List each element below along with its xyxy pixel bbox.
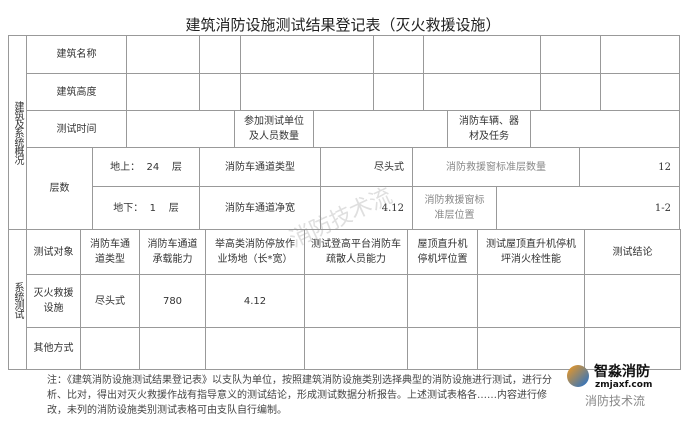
column-header: 消防车通道类型 <box>80 229 140 275</box>
table-cell <box>584 327 681 370</box>
page-title: 建筑消防设施测试结果登记表（灭火救援设施） <box>185 16 501 34</box>
cell <box>423 73 541 111</box>
label-window-floors: 消防救援窗标准层数量 <box>412 147 580 187</box>
table-cell <box>205 327 305 370</box>
logo-url: zmjaxf.com <box>595 380 653 390</box>
cell <box>540 73 601 111</box>
cell <box>423 35 541 74</box>
cell <box>600 73 680 111</box>
label-floors: 层数 <box>26 147 93 230</box>
table-cell <box>139 327 206 370</box>
cell <box>199 73 241 111</box>
section-overview: 建筑及系统概况 <box>8 35 27 230</box>
label-window-position: 消防救援窗标准层位置 <box>412 186 497 230</box>
logo-mark-icon <box>567 365 589 387</box>
cell <box>240 73 374 111</box>
floors-above: 地上： 24 层 <box>92 147 200 187</box>
label-units: 参加测试单位及人员数量 <box>234 110 314 148</box>
logo-name: 智淼消防 <box>594 364 650 380</box>
table-cell: 其他方式 <box>26 327 81 370</box>
footnote: 注：《建筑消防设施测试结果登记表》以支队为单位，按照建筑消防设施类别选择典型的消… <box>47 375 552 416</box>
floors-below: 地下： 1 层 <box>92 186 200 230</box>
label-vehicles: 消防车辆、器材及任务 <box>447 110 531 148</box>
cell <box>126 35 200 74</box>
cell <box>530 110 680 148</box>
column-header: 测试结论 <box>584 229 681 275</box>
lane-type-value: 尽头式 <box>320 147 413 187</box>
cell <box>313 110 448 148</box>
table-cell: 780 <box>139 274 206 328</box>
column-header: 消防车通道承载能力 <box>139 229 206 275</box>
section-system: 系统测试 <box>8 229 27 370</box>
logo: 智淼消防 zmjaxf.com 消防技术流 <box>567 361 686 411</box>
cell <box>540 35 601 74</box>
table-cell <box>407 274 478 328</box>
cell <box>373 73 424 111</box>
window-position-value: 1-2 <box>496 186 680 230</box>
label-building-height: 建筑高度 <box>26 73 127 111</box>
table-cell <box>304 274 408 328</box>
column-header: 测试屋顶直升机停机坪消火栓性能 <box>477 229 585 275</box>
window-floors-value: 12 <box>579 147 680 187</box>
cell <box>199 35 241 74</box>
table-cell: 4.12 <box>205 274 305 328</box>
label-building-name: 建筑名称 <box>26 35 127 74</box>
cell <box>126 110 235 148</box>
table-cell <box>80 327 140 370</box>
table-cell: 尽头式 <box>80 274 140 328</box>
label-test-time: 测试时间 <box>26 110 127 148</box>
cell <box>126 73 200 111</box>
table-cell <box>584 274 681 328</box>
table-cell <box>304 327 408 370</box>
column-header: 测试对象 <box>26 229 81 275</box>
column-header: 屋顶直升机停机坪位置 <box>407 229 478 275</box>
cell <box>373 35 424 74</box>
cell <box>240 35 374 74</box>
logo-account: 消防技术流 <box>585 394 646 408</box>
label-lane-type: 消防车通道类型 <box>199 147 321 187</box>
table-cell: 灭火救援设施 <box>26 274 81 328</box>
cell <box>600 35 680 74</box>
table-cell <box>477 274 585 328</box>
table-cell <box>407 327 478 370</box>
